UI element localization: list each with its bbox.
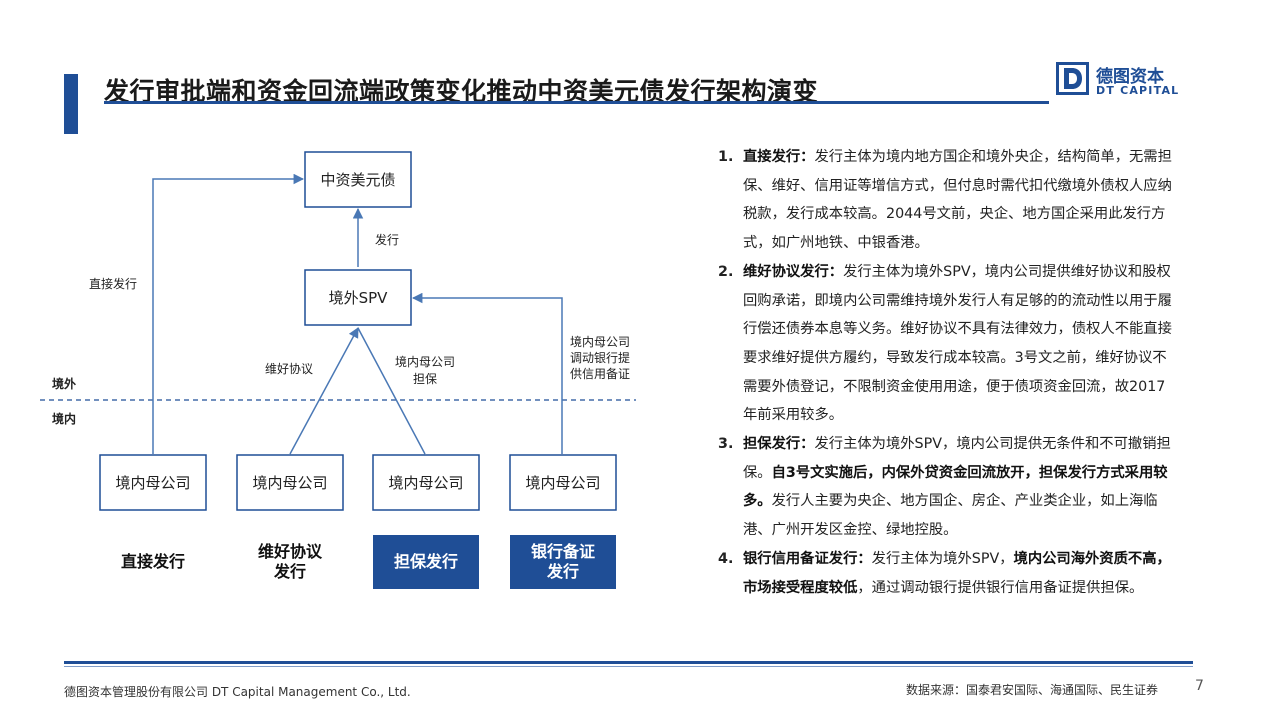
logo-d-icon — [1056, 62, 1089, 95]
parent-box-bank-label: 境内母公司 — [525, 474, 600, 492]
form-guarantee-line1: 担保发行 — [393, 552, 458, 571]
list-item-number: 1. — [718, 149, 734, 165]
parent-box-bank — [509, 454, 617, 511]
list-item-text: 担保发行：发行主体为境外SPV，境内公司提供无条件和不可撤销担保。自3号文实施后… — [743, 436, 1171, 539]
bank-label-line3: 供信用备证 — [570, 367, 630, 381]
guarantee-label-line1: 境内母公司 — [395, 354, 455, 369]
footer-rule — [64, 661, 1193, 664]
list-item-number: 2. — [718, 263, 734, 280]
spv-box — [304, 269, 412, 326]
form-bank-line1: 银行备证 — [530, 542, 595, 561]
bond-box — [304, 151, 412, 208]
list-item: 1. 直接发行：发行主体为境内地方国企和境外央企，结构简单，无需担保、维好、信用… — [718, 143, 1178, 258]
form-keepwell-line2: 发行 — [273, 562, 306, 581]
form-keepwell-issue: 维好协议 发行 — [237, 535, 343, 589]
footer-company: 德图资本管理股份有限公司 DT Capital Management Co., … — [64, 685, 411, 699]
form-keepwell-line1: 维好协议 — [257, 542, 322, 561]
form-bank-issue: 银行备证 发行 — [510, 535, 616, 589]
issuance-structure-diagram: 境外 境内 中资美元债 境外SPV 发行 直接发行 维好协议 境内母公司 担保 … — [40, 151, 636, 511]
parent-box-guarantee-label: 境内母公司 — [388, 474, 463, 492]
footer-source: 数据来源：国泰君安国际、海通国际、民生证券 — [906, 683, 1159, 697]
explanation-list: 1. 直接发行：发行主体为境内地方国企和境外央企，结构简单，无需担保、维好、信用… — [718, 143, 1178, 602]
keepwell-arrow — [289, 327, 359, 455]
list-item-text: 直接发行：发行主体为境内地方国企和境外央企，结构简单，无需担保、维好、信用证等增… — [743, 149, 1172, 252]
guarantee-label-line2: 担保 — [413, 372, 437, 386]
region-label-onshore: 境内 — [52, 411, 76, 426]
region-label-offshore: 境外 — [52, 376, 76, 391]
keepwell-label: 维好协议 — [265, 361, 313, 376]
spv-box-label: 境外SPV — [329, 289, 389, 307]
bank-label-line1: 境内母公司 — [570, 334, 630, 349]
issue-label: 发行 — [375, 232, 399, 247]
list-item-text: 银行信用备证发行：发行主体为境外SPV，境内公司海外资质不高，市场接受程度较低，… — [743, 550, 1171, 596]
bank-label-line2: 调动银行提 — [570, 350, 630, 365]
list-item-text: 维好协议发行：发行主体为境外SPV，境内公司提供维好协议和股权回购承诺，即境内公… — [743, 263, 1172, 424]
parent-box-guarantee — [372, 454, 480, 511]
parent-box-direct — [99, 454, 207, 511]
company-logo: 德图资本 DT CAPITAL — [1056, 62, 1186, 102]
guarantee-line — [357, 327, 426, 455]
direct-issue-arrow — [152, 173, 305, 454]
bond-box-label: 中资美元债 — [320, 171, 395, 189]
parent-box-keepwell — [236, 454, 344, 511]
title-accent-bar — [64, 74, 78, 134]
list-item: 2. 维好协议发行：发行主体为境外SPV，境内公司提供维好协议和股权回购承诺，即… — [718, 258, 1178, 430]
footer-rule-thin — [64, 666, 1193, 667]
list-item-number: 3. — [718, 436, 734, 453]
logo-chinese-name: 德图资本 — [1096, 67, 1164, 87]
direct-issue-label: 直接发行 — [89, 276, 137, 291]
bank-standby-arrow — [411, 292, 563, 454]
parent-box-direct-label: 境内母公司 — [115, 474, 190, 492]
list-item-number: 4. — [718, 550, 734, 567]
form-direct-issue: 直接发行 — [100, 535, 206, 589]
parent-box-keepwell-label: 境内母公司 — [252, 474, 327, 492]
logo-english-name: DT CAPITAL — [1096, 84, 1180, 97]
title-underline — [104, 101, 1049, 104]
form-bank-line2: 发行 — [546, 562, 579, 581]
list-item: 3. 担保发行：发行主体为境外SPV，境内公司提供无条件和不可撤销担保。自3号文… — [718, 430, 1178, 545]
list-item: 4. 银行信用备证发行：发行主体为境外SPV，境内公司海外资质不高，市场接受程度… — [718, 545, 1178, 602]
form-direct-line1: 直接发行 — [120, 552, 185, 571]
page-number: 7 — [1195, 678, 1204, 694]
form-guarantee-issue: 担保发行 — [373, 535, 479, 589]
